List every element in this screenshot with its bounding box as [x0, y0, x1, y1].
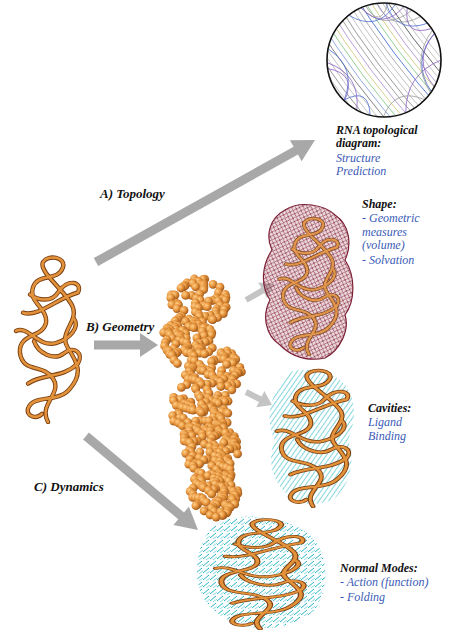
rna-ribbon: [216, 520, 304, 629]
atom-sphere: [212, 513, 221, 522]
atom-sphere: [233, 449, 242, 458]
topology-arc: [328, 69, 349, 101]
atom-sphere: [200, 349, 209, 358]
atom-sphere: [208, 315, 217, 324]
arrow-label: A) Topology: [100, 187, 195, 202]
atom-sphere: [173, 359, 182, 368]
topology-arc: [406, 60, 441, 113]
atom-sphere: [189, 323, 198, 332]
caption-heading: RNA topological diagram:: [336, 124, 444, 151]
arrow-label: C) Dynamics: [34, 480, 129, 495]
topology-arc: [353, 0, 449, 111]
topology-arc: [327, 63, 357, 110]
shape-mesh: [263, 205, 352, 360]
atom-sphere: [192, 501, 201, 510]
atom-sphere: [217, 382, 226, 391]
topology-border: [327, 3, 441, 117]
caption-text: Ligand Binding: [368, 416, 424, 443]
space-filling-model: [159, 275, 246, 522]
shape-mesh-outline: [263, 205, 352, 360]
atom-sphere: [177, 383, 186, 392]
process-arrow: [245, 389, 272, 407]
topology-arc: [349, 4, 396, 22]
topology-arc: [318, 9, 414, 137]
topology-arc: [361, 7, 404, 20]
atom-sphere: [177, 284, 186, 293]
caption-heading: Shape:: [362, 198, 448, 211]
rna-ribbon: [279, 219, 338, 355]
process-arrow: [94, 333, 158, 357]
caption-text: - Action (function): [340, 576, 448, 589]
caption-text: - Geometric measures (volume): [362, 212, 442, 252]
topology-arcs: [295, 0, 454, 154]
rna-ribbon: [16, 257, 80, 421]
rna-ribbon: [277, 371, 349, 507]
atom-sphere: [208, 315, 217, 324]
topology-arc: [421, 30, 433, 93]
topology-arc: [407, 8, 432, 31]
caption-heading: Cavities:: [368, 402, 448, 415]
normal-mode-vectors: [197, 516, 325, 628]
atom-sphere: [203, 302, 212, 311]
caption-text: - Folding: [340, 591, 448, 604]
atom-sphere: [223, 409, 232, 418]
topology-arc: [422, 33, 435, 91]
atom-sphere: [181, 291, 190, 300]
atom-sphere: [208, 315, 217, 324]
topology-arc: [368, 0, 454, 100]
caption-text: - Solvation: [362, 254, 448, 267]
topology-arc: [423, 34, 434, 87]
topology-arc: [345, 0, 441, 117]
arrow-label: B) Geometry: [86, 320, 171, 335]
atom-sphere: [197, 408, 206, 417]
caption-heading: Normal Modes:: [340, 562, 448, 575]
caption-text: Structure Prediction: [336, 152, 408, 179]
